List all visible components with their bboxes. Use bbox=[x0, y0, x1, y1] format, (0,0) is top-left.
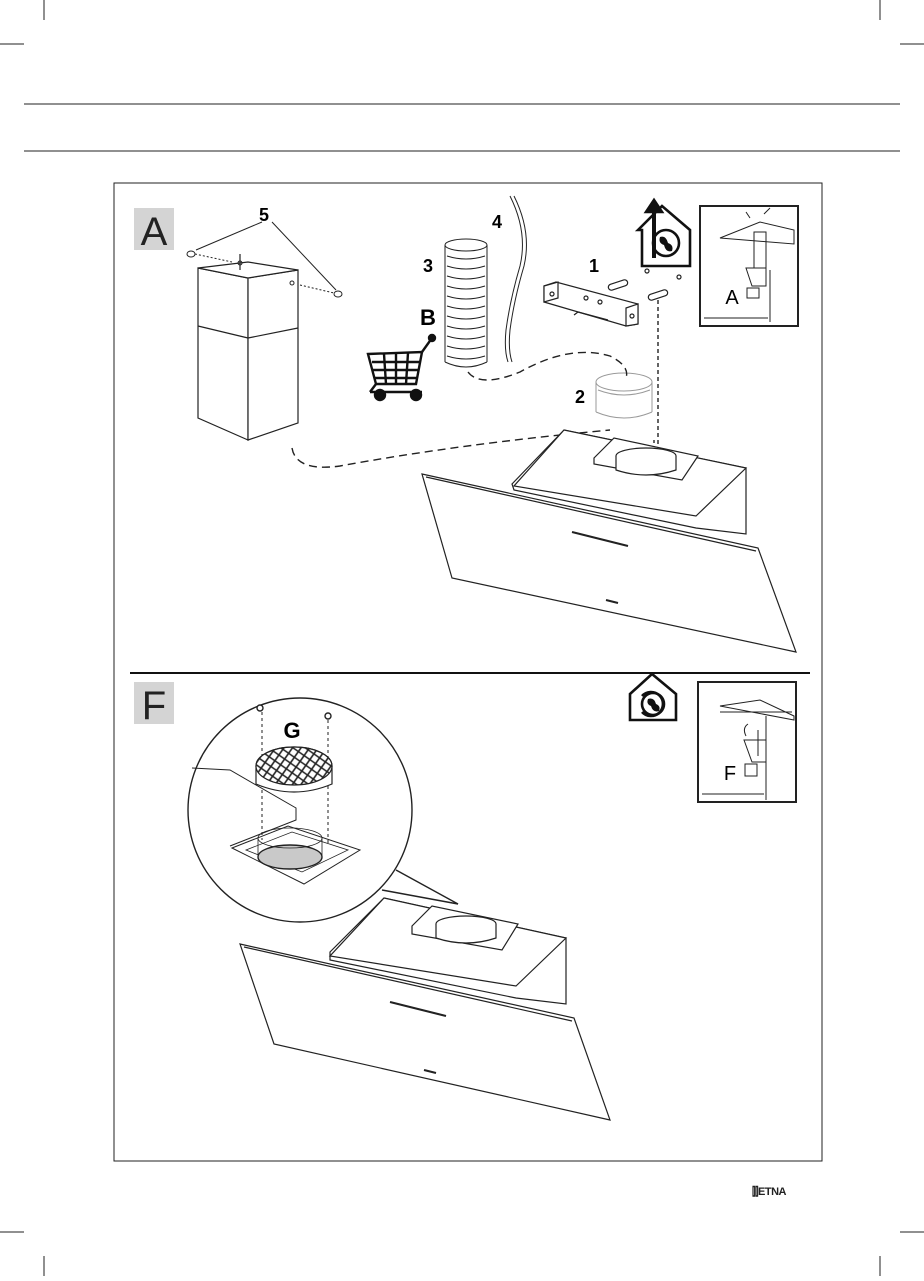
part-5-label: 5 bbox=[259, 205, 269, 225]
duct-adaptor bbox=[596, 373, 652, 418]
recirculation-icon bbox=[630, 674, 676, 720]
carbon-filter bbox=[256, 747, 332, 792]
chimney-cover bbox=[198, 254, 298, 440]
wall-bracket bbox=[544, 269, 681, 326]
inset-a-label: A bbox=[725, 287, 739, 309]
inset-recirculation bbox=[698, 682, 796, 802]
optional-part-label: B bbox=[420, 305, 436, 330]
part-2-label: 2 bbox=[575, 387, 585, 407]
part-3-label: 3 bbox=[423, 256, 433, 276]
cooker-hood-recirculating bbox=[240, 898, 610, 1120]
section-f-letter: F bbox=[142, 684, 166, 728]
section-f: F F bbox=[134, 674, 796, 1120]
inset-ducted bbox=[700, 206, 798, 326]
brand-name: ETNA bbox=[758, 1186, 786, 1198]
filter-label: G bbox=[283, 718, 300, 743]
power-cable bbox=[505, 196, 526, 362]
section-a: A 5 3 B bbox=[134, 196, 798, 652]
inset-f-label: F bbox=[724, 763, 736, 785]
part-1-label: 1 bbox=[589, 256, 599, 276]
cooker-hood-ducted bbox=[422, 430, 796, 652]
ducted-extraction-icon bbox=[638, 200, 690, 266]
detail-magnifier bbox=[188, 698, 458, 922]
part-4-label: 4 bbox=[492, 212, 502, 232]
shopping-cart-icon bbox=[368, 335, 435, 400]
section-a-letter: A bbox=[141, 210, 168, 254]
brand-logo: ⫿⫿ETNA bbox=[752, 1186, 786, 1199]
flexible-duct bbox=[445, 239, 487, 367]
